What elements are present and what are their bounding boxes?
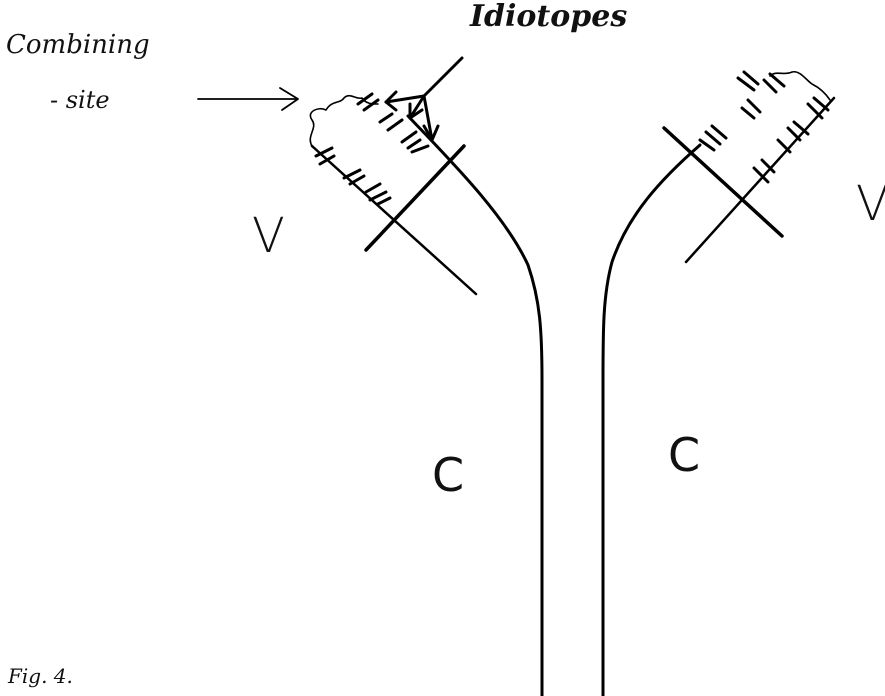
variable-region-label-right: V <box>856 176 885 232</box>
combining-site-label: Combining <box>6 30 150 60</box>
constant-region-label-left: C <box>432 448 465 502</box>
variable-region-label-left: V <box>252 208 285 264</box>
left-combining-site-loop <box>309 94 379 147</box>
left-heavy-chain <box>406 114 544 696</box>
right-combining-site-loop <box>769 70 831 101</box>
idiotopes-label: Idiotopes <box>470 0 628 34</box>
combining-site-arrowhead <box>279 87 299 111</box>
left-heavy-idiotopes <box>356 92 430 154</box>
left-light-idiotopes <box>314 146 392 206</box>
right-heavy-chain <box>601 143 702 696</box>
right-heavy-idiotopes <box>698 70 786 152</box>
figure-caption: Fig. 4. <box>8 664 73 688</box>
idiotope-arrows <box>384 56 464 142</box>
right-vc-boundary <box>662 126 784 238</box>
right-light-idiotopes <box>752 96 830 184</box>
combining-site-label-suffix: - site <box>50 86 110 114</box>
constant-region-label-right: C <box>668 428 701 482</box>
right-light-chain <box>684 96 836 264</box>
left-vc-boundary <box>364 144 466 252</box>
